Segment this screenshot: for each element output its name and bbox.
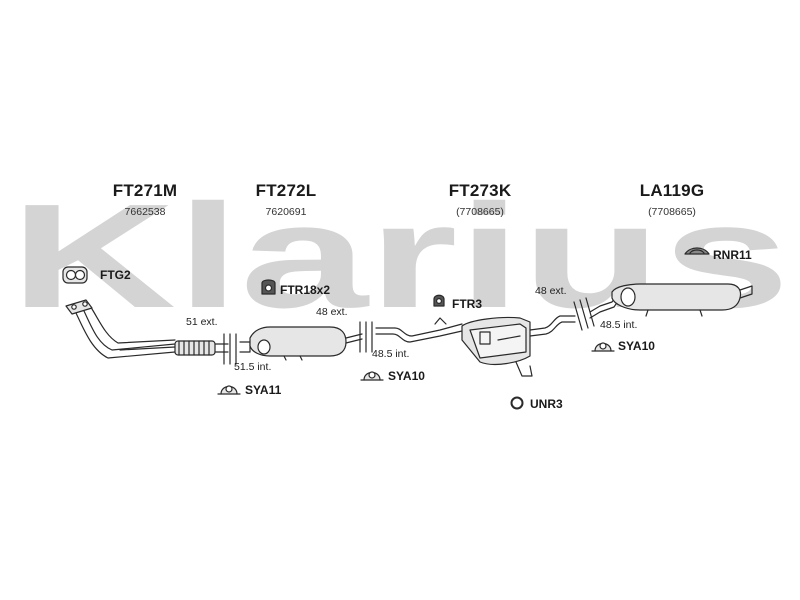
label-unr3: UNR3 <box>530 397 563 411</box>
gasket-icon <box>62 266 88 284</box>
label-sya10-a: SYA10 <box>388 369 425 383</box>
part-number-rear-silencer: (7708665) <box>648 206 696 218</box>
front-pipe-drawing <box>65 299 229 359</box>
dim-51-5-int: 51.5 int. <box>234 361 272 373</box>
dim-48-ext-a: 48 ext. <box>316 306 348 318</box>
dim-48-5-int-b: 48.5 int. <box>600 319 638 331</box>
rubber-mount-icon <box>433 294 445 307</box>
part-number-front-pipe: 7662538 <box>124 206 166 218</box>
label-ftr18x2: FTR18x2 <box>280 283 331 297</box>
clamp-marker-2 <box>359 321 373 353</box>
intermediate-pipe-drawing <box>375 317 463 343</box>
part-code-front-pipe: FT271M <box>112 181 178 200</box>
label-ftr3: FTR3 <box>452 297 482 311</box>
bracket-icon <box>261 279 276 295</box>
part-code-rear-silencer: LA119G <box>639 181 705 200</box>
rubber-ring-icon <box>684 247 710 255</box>
front-silencer-drawing <box>239 326 363 361</box>
label-ftg2: FTG2 <box>100 268 131 282</box>
clamp-marker-3 <box>573 297 595 331</box>
dim-51-ext: 51 ext. <box>186 316 218 328</box>
part-code-front-silencer: FT272L <box>255 181 317 200</box>
label-rnr11: RNR11 <box>713 248 752 262</box>
label-sya11: SYA11 <box>245 383 282 397</box>
clamp-icon-sya10-a <box>360 371 384 381</box>
part-number-middle-silencer: (7708665) <box>456 206 504 218</box>
part-number-front-silencer: 7620691 <box>265 206 307 218</box>
dim-48-ext-b: 48 ext. <box>535 285 567 297</box>
rear-silencer-drawing <box>589 283 753 319</box>
clamp-marker-1 <box>223 333 237 365</box>
dim-48-5-int-a: 48.5 int. <box>372 348 410 360</box>
label-sya10-b: SYA10 <box>618 339 655 353</box>
part-code-middle-silencer: FT273K <box>448 181 512 200</box>
clamp-icon-sya11 <box>217 385 241 395</box>
ring-icon-unr3 <box>510 396 524 410</box>
clamp-icon-sya10-b <box>591 342 615 352</box>
middle-silencer-drawing <box>461 315 576 377</box>
